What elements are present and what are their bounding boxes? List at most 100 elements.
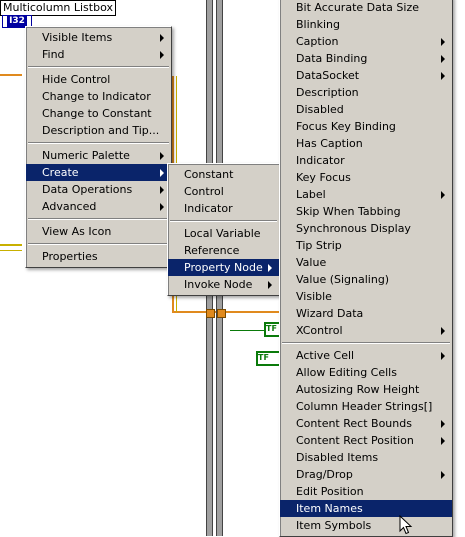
menu-separator — [28, 66, 169, 68]
property-item-active-cell[interactable]: Active Cell — [280, 347, 452, 364]
submenu-arrow-icon — [160, 169, 164, 177]
submenu-arrow-icon — [160, 186, 164, 194]
property-item-data-binding[interactable]: Data Binding — [280, 50, 452, 67]
menu-separator — [282, 342, 450, 344]
menu-item-label: Invoke Node — [184, 278, 253, 291]
menu-item-description-and-tip[interactable]: Description and Tip... — [26, 122, 171, 139]
property-item-label[interactable]: Label — [280, 186, 452, 203]
property-item-xcontrol[interactable]: XControl — [280, 322, 452, 339]
create-item-indicator[interactable]: Indicator — [168, 200, 279, 217]
menu-item-label: Synchronous Display — [296, 222, 411, 235]
submenu-arrow-icon — [441, 437, 445, 445]
menu-item-label: Reference — [184, 244, 240, 257]
property-item-focus-key-binding[interactable]: Focus Key Binding — [280, 118, 452, 135]
property-item-blinking[interactable]: Blinking — [280, 16, 452, 33]
property-item-content-rect-bounds[interactable]: Content Rect Bounds — [280, 415, 452, 432]
property-item-column-header-strings[interactable]: Column Header Strings[] — [280, 398, 452, 415]
menu-separator — [28, 243, 169, 245]
menu-item-label: Autosizing Row Height — [296, 383, 420, 396]
submenu-arrow-icon — [160, 51, 164, 59]
property-item-disabled-items[interactable]: Disabled Items — [280, 449, 452, 466]
property-item-description[interactable]: Description — [280, 84, 452, 101]
menu-item-label: Indicator — [296, 154, 345, 167]
menu-item-label: Drag/Drop — [296, 468, 353, 481]
menu-item-label: Properties — [42, 250, 98, 263]
tunnel[interactable] — [206, 309, 215, 318]
submenu-arrow-icon — [268, 264, 272, 272]
menu-item-label: Visible Items — [42, 31, 113, 44]
property-item-content-rect-position[interactable]: Content Rect Position — [280, 432, 452, 449]
submenu-arrow-icon — [441, 72, 445, 80]
create-item-control[interactable]: Control — [168, 183, 279, 200]
property-item-value[interactable]: Value — [280, 254, 452, 271]
menu-item-visible-items[interactable]: Visible Items — [26, 29, 171, 46]
menu-item-label: Item Symbols — [296, 519, 372, 532]
menu-item-advanced[interactable]: Advanced — [26, 198, 171, 215]
submenu-arrow-icon — [160, 34, 164, 42]
menu-item-create[interactable]: Create — [26, 164, 171, 181]
wire — [172, 311, 282, 313]
menu-item-hide-control[interactable]: Hide Control — [26, 71, 171, 88]
property-item-synchronous-display[interactable]: Synchronous Display — [280, 220, 452, 237]
property-item-drag-drop[interactable]: Drag/Drop — [280, 466, 452, 483]
create-item-reference[interactable]: Reference — [168, 242, 279, 259]
property-item-indicator[interactable]: Indicator — [280, 152, 452, 169]
menu-item-label: Constant — [184, 168, 234, 181]
menu-item-label: Content Rect Position — [296, 434, 414, 447]
menu-item-label: Key Focus — [296, 171, 351, 184]
property-item-item-symbols[interactable]: Item Symbols — [280, 517, 452, 534]
property-item-allow-editing-cells[interactable]: Allow Editing Cells — [280, 364, 452, 381]
menu-item-label: Numeric Palette — [42, 149, 130, 162]
menu-item-label: Find — [42, 48, 65, 61]
property-item-tip-strip[interactable]: Tip Strip — [280, 237, 452, 254]
menu-item-data-operations[interactable]: Data Operations — [26, 181, 171, 198]
menu-item-find[interactable]: Find — [26, 46, 171, 63]
property-item-value-signaling[interactable]: Value (Signaling) — [280, 271, 452, 288]
menu-item-label: Description and Tip... — [42, 124, 160, 137]
create-item-constant[interactable]: Constant — [168, 166, 279, 183]
menu-item-change-to-indicator[interactable]: Change to Indicator — [26, 88, 171, 105]
mouse-cursor-icon — [399, 515, 413, 535]
wire — [0, 74, 22, 76]
menu-item-label: Change to Indicator — [42, 90, 151, 103]
create-item-local-variable[interactable]: Local Variable — [168, 225, 279, 242]
submenu-arrow-icon — [441, 38, 445, 46]
create-item-invoke-node[interactable]: Invoke Node — [168, 276, 279, 293]
menu-item-properties[interactable]: Properties — [26, 248, 171, 265]
submenu-arrow-icon — [441, 327, 445, 335]
property-item-caption[interactable]: Caption — [280, 33, 452, 50]
menu-item-label: Hide Control — [42, 73, 111, 86]
property-item-has-caption[interactable]: Has Caption — [280, 135, 452, 152]
property-item-visible[interactable]: Visible — [280, 288, 452, 305]
menu-item-view-as-icon[interactable]: View As Icon — [26, 223, 171, 240]
menu-item-label: Advanced — [42, 200, 97, 213]
submenu-arrow-icon — [441, 420, 445, 428]
property-item-bit-accurate-data-size[interactable]: Bit Accurate Data Size — [280, 0, 452, 16]
property-item-edit-position[interactable]: Edit Position — [280, 483, 452, 500]
property-item-item-names[interactable]: Item Names — [280, 500, 452, 517]
menu-item-numeric-palette[interactable]: Numeric Palette — [26, 147, 171, 164]
submenu-arrow-icon — [441, 471, 445, 479]
wire — [0, 244, 22, 246]
menu-item-label: Label — [296, 188, 326, 201]
property-item-autosizing-row-height[interactable]: Autosizing Row Height — [280, 381, 452, 398]
property-item-wizard-data[interactable]: Wizard Data — [280, 305, 452, 322]
menu-item-label: Wizard Data — [296, 307, 364, 320]
property-item-datasocket[interactable]: DataSocket — [280, 67, 452, 84]
property-item-key-focus[interactable]: Key Focus — [280, 169, 452, 186]
tunnel[interactable] — [217, 309, 226, 318]
menu-item-label: Allow Editing Cells — [296, 366, 397, 379]
property-item-skip-when-tabbing[interactable]: Skip When Tabbing — [280, 203, 452, 220]
listbox-terminal[interactable]: I32 — [2, 15, 32, 28]
menu-item-label: Item Names — [296, 502, 363, 515]
menu-item-change-to-constant[interactable]: Change to Constant — [26, 105, 171, 122]
menu-item-label: Blinking — [296, 18, 341, 31]
menu-item-label: Disabled — [296, 103, 344, 116]
create-item-property-node[interactable]: Property Node — [168, 259, 279, 276]
menu-separator — [28, 142, 169, 144]
submenu-arrow-icon — [441, 352, 445, 360]
wire — [0, 250, 22, 251]
property-item-disabled[interactable]: Disabled — [280, 101, 452, 118]
